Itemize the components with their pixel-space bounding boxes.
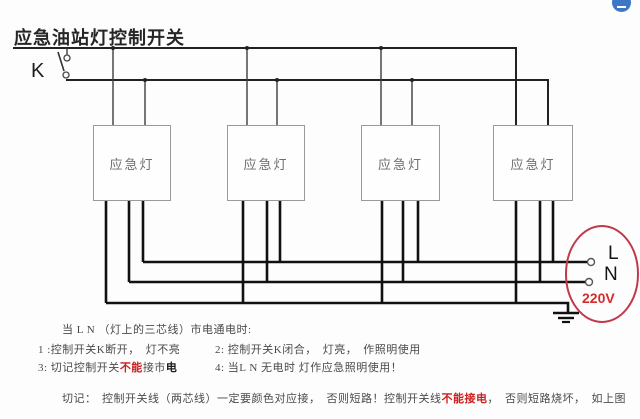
switch-icon [57,51,71,79]
note-item-4: 4: 当L N 无电时 灯作应急照明使用！ [215,362,403,374]
terminal-label-l: L [608,243,619,264]
lamp-label: 应急灯 [377,156,423,172]
lamp-label: 应急灯 [510,156,556,172]
highlight-ellipse [565,225,639,323]
note-item-2: 2: 控制开关K闭合， 灯亮， 作照明使用 [215,344,421,356]
footer-note-part1: 控制开关线（两芯线）一定要颜色对应接， 否则短路！控制开关线 [102,393,442,405]
note-item-3-mid: 接市 [142,362,166,374]
page-title: 应急油站灯控制开关 [14,28,185,48]
emergency-lamp-box-2: 应急灯 [227,125,305,201]
control-bus-lines [13,47,549,125]
lamp-bottom-wires [104,200,555,303]
lamp-label: 应急灯 [109,156,155,172]
terminal-dots [584,257,596,287]
footer-note-warning: 不能接电 [441,393,488,405]
note-item-3-warning: 不能 [119,362,143,374]
footer-note: 控制开关线（两芯线）一定要颜色对应接， 否则短路！控制开关线不能接电， 否则短路… [102,390,626,406]
note-item-3: 3: 切记控制开关不能接市电 [38,359,177,375]
footer-note-label: 切记： [62,393,97,405]
emergency-lamp-box-4: 应急灯 [493,125,573,201]
mains-bus-lines [106,260,587,312]
switch-label: K [31,60,45,82]
voltage-label: 220V [582,290,615,306]
lamp-label: 应急灯 [243,156,289,172]
ground-icon [553,311,579,324]
note-item-3-prefix: 3: 切记控制开关 [38,362,120,374]
badge-glyph-icon [617,0,626,8]
lamp-top-drop-wires [66,48,413,125]
terminal-label-n: N [604,264,618,285]
emergency-lamp-box-3: 应急灯 [361,125,440,201]
emergency-lamp-box-1: 应急灯 [93,125,171,201]
footer-note-part2: ， 否则短路烧坏， 如上图 [487,393,626,405]
app-badge-icon[interactable] [612,0,631,12]
note-item-1: 1 :控制开关K断开， 灯不亮 [38,344,181,356]
note-item-3-bold: 电 [165,362,178,374]
note-line-1: 当 L N （灯上的三芯线）市电通电时: [62,324,252,336]
junction-dots [111,46,414,82]
